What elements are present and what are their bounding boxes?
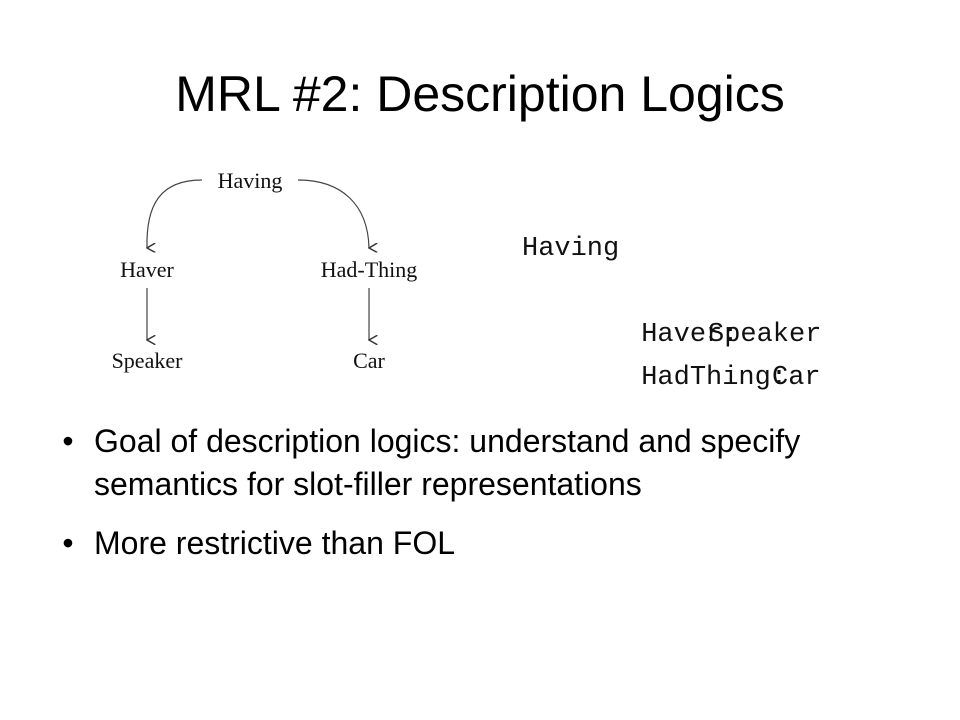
frame-slot-row: Haver:Speaker (522, 271, 902, 350)
node-having: Having (218, 168, 283, 193)
node-had-thing: Had-Thing (321, 257, 418, 282)
frame-slot-filler: Car (772, 363, 821, 393)
bullet-list: • Goal of description logics: understand… (58, 420, 918, 581)
slide-title: MRL #2: Description Logics (175, 66, 785, 122)
node-car: Car (353, 348, 385, 373)
node-speaker: Speaker (112, 348, 184, 373)
bullet-marker: • (62, 525, 74, 561)
arc-having-to-haver (147, 179, 203, 248)
frame-representation: Having Haver:Speaker HadThing:Car (522, 228, 902, 393)
bullet-text: Goal of description logics: understand a… (94, 423, 801, 502)
frame-slot-filler: Speaker (708, 320, 822, 350)
frame-slot-row: HadThing:Car (522, 314, 902, 393)
bullet-marker: • (62, 423, 74, 459)
frame-slot-name: HadThing: (641, 363, 788, 393)
frame-name: Having (522, 234, 620, 264)
bullet-item: • More restrictive than FOL (58, 522, 918, 565)
bullet-text: More restrictive than FOL (94, 525, 455, 561)
semantic-network-diagram: Having Haver Had-Thing Speaker Car (112, 168, 418, 373)
node-haver: Haver (120, 257, 174, 282)
arc-having-to-hadthing (297, 179, 369, 248)
bullet-item: • Goal of description logics: understand… (58, 420, 918, 506)
frame-slot-name: Haver: (641, 320, 739, 350)
